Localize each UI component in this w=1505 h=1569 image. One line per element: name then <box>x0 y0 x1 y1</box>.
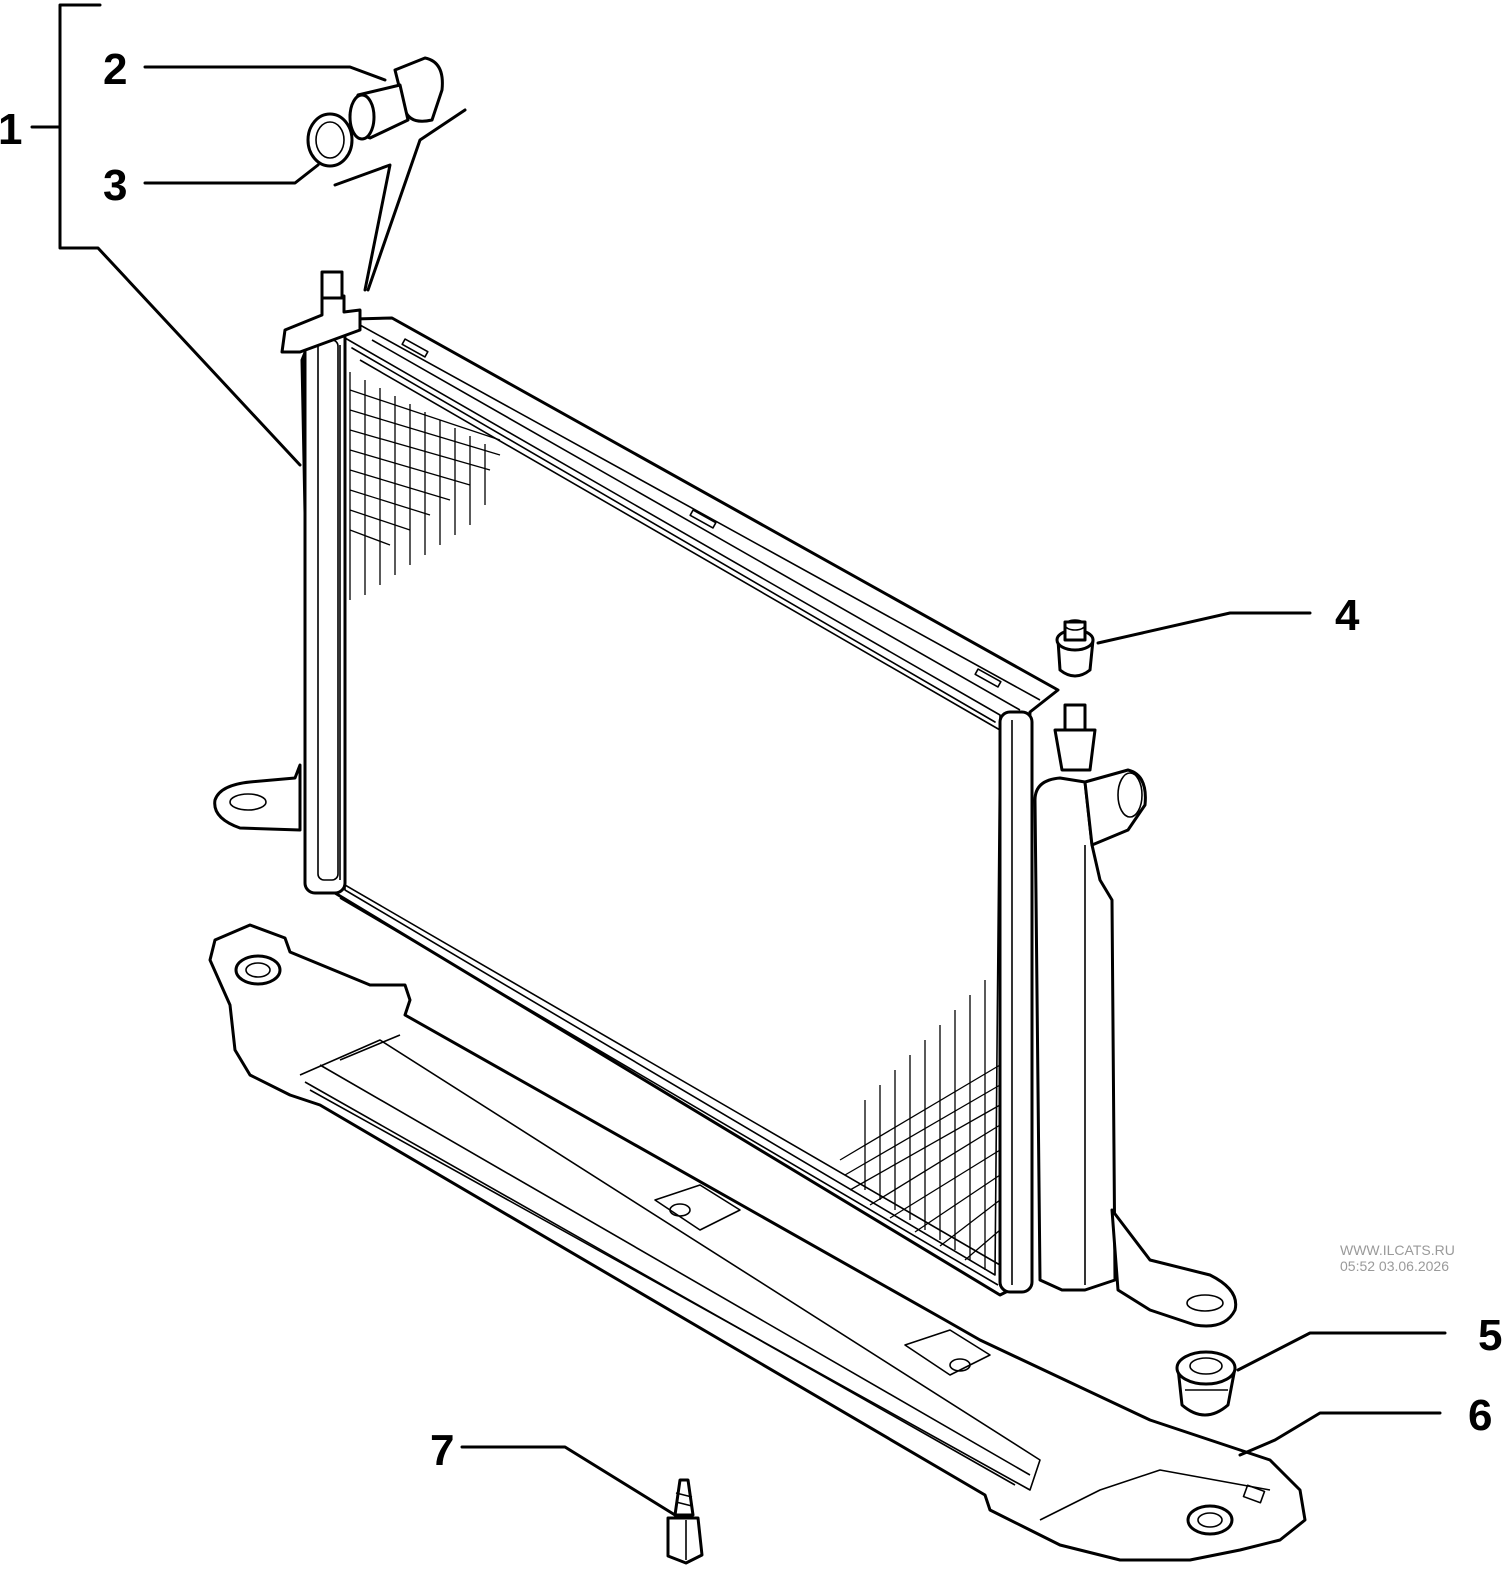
callout-3: 3 <box>103 161 127 210</box>
rubber-mount-lower <box>1175 1350 1237 1417</box>
callout-5: 5 <box>1478 1311 1502 1360</box>
radiator-assembly <box>213 270 1238 1328</box>
rubber-mount-upper <box>1055 619 1095 678</box>
callout-6: 6 <box>1468 1391 1492 1440</box>
callout-1: 1 <box>0 105 22 154</box>
callout-2: 2 <box>103 45 127 94</box>
callout-7: 7 <box>430 1426 454 1475</box>
drain-plug <box>348 56 444 141</box>
watermark-timestamp: 05:52 03.06.2026 <box>1340 1258 1449 1274</box>
leader-lines <box>30 3 1447 1517</box>
callout-4: 4 <box>1335 591 1360 640</box>
mounting-bolt <box>666 1478 704 1565</box>
sealing-washer <box>306 112 354 168</box>
core-hatching-upper <box>349 372 501 600</box>
lower-crossmember <box>208 923 1307 1562</box>
core-hatching-lower <box>839 980 1001 1270</box>
watermark-site: WWW.ILCATS.RU <box>1340 1242 1455 1258</box>
